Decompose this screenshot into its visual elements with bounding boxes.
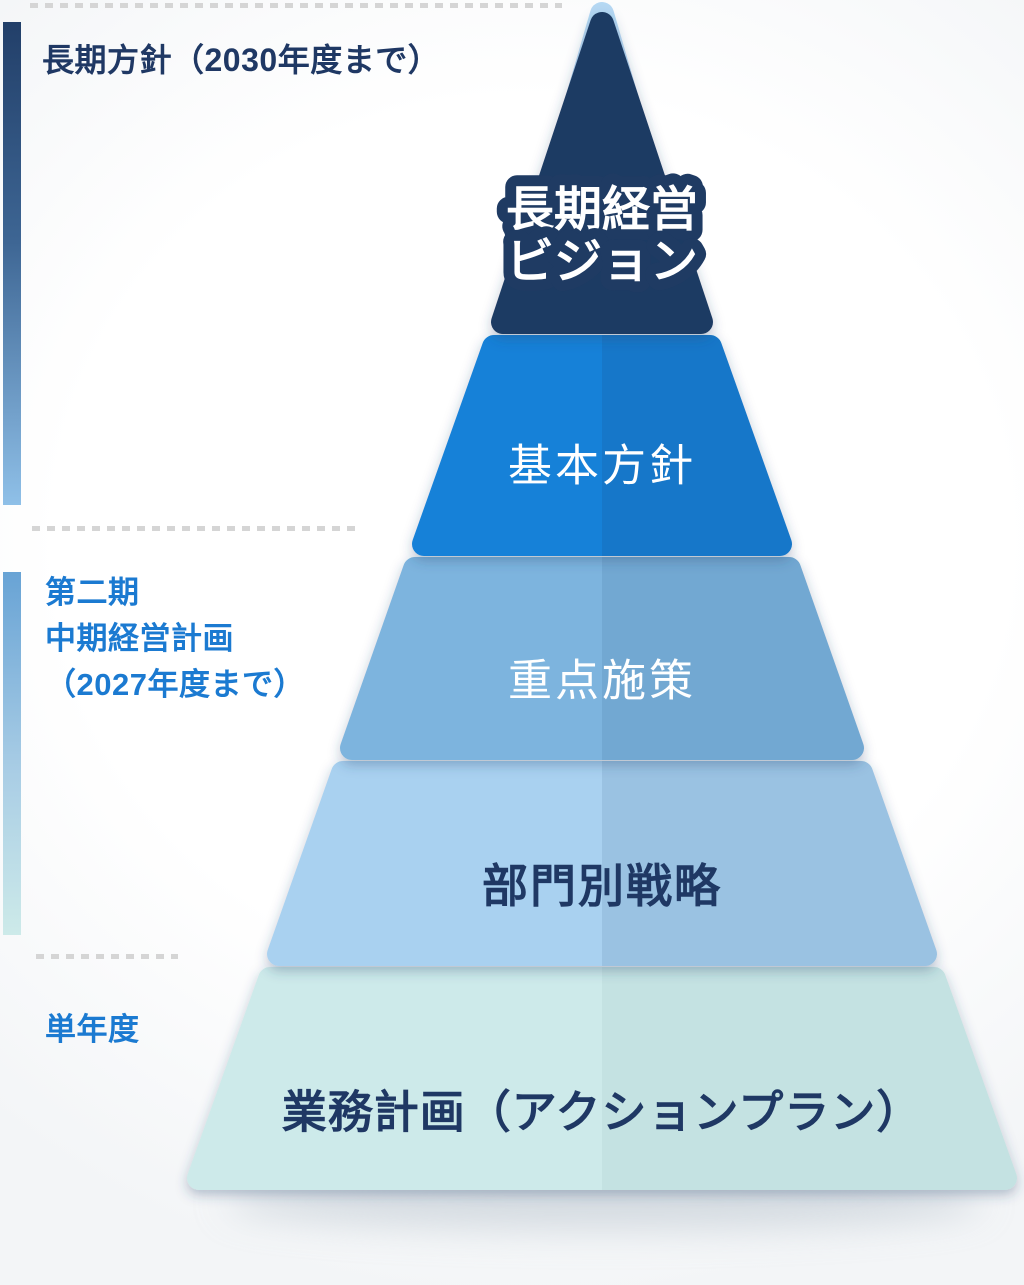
level-1-right-face: [602, 0, 1024, 1285]
level-2-label: 基本方針: [508, 442, 696, 491]
level-5-label: 業務計画（アクションプラン）: [282, 1087, 922, 1138]
level-1-label-line2: ビジョン: [506, 236, 698, 289]
level-3-label: 重点施策: [508, 657, 696, 706]
level-4-label: 部門別戦略: [482, 860, 722, 912]
level-1-left-face: [0, 0, 602, 1285]
level-1-label-line1: 長期経営: [506, 184, 698, 237]
